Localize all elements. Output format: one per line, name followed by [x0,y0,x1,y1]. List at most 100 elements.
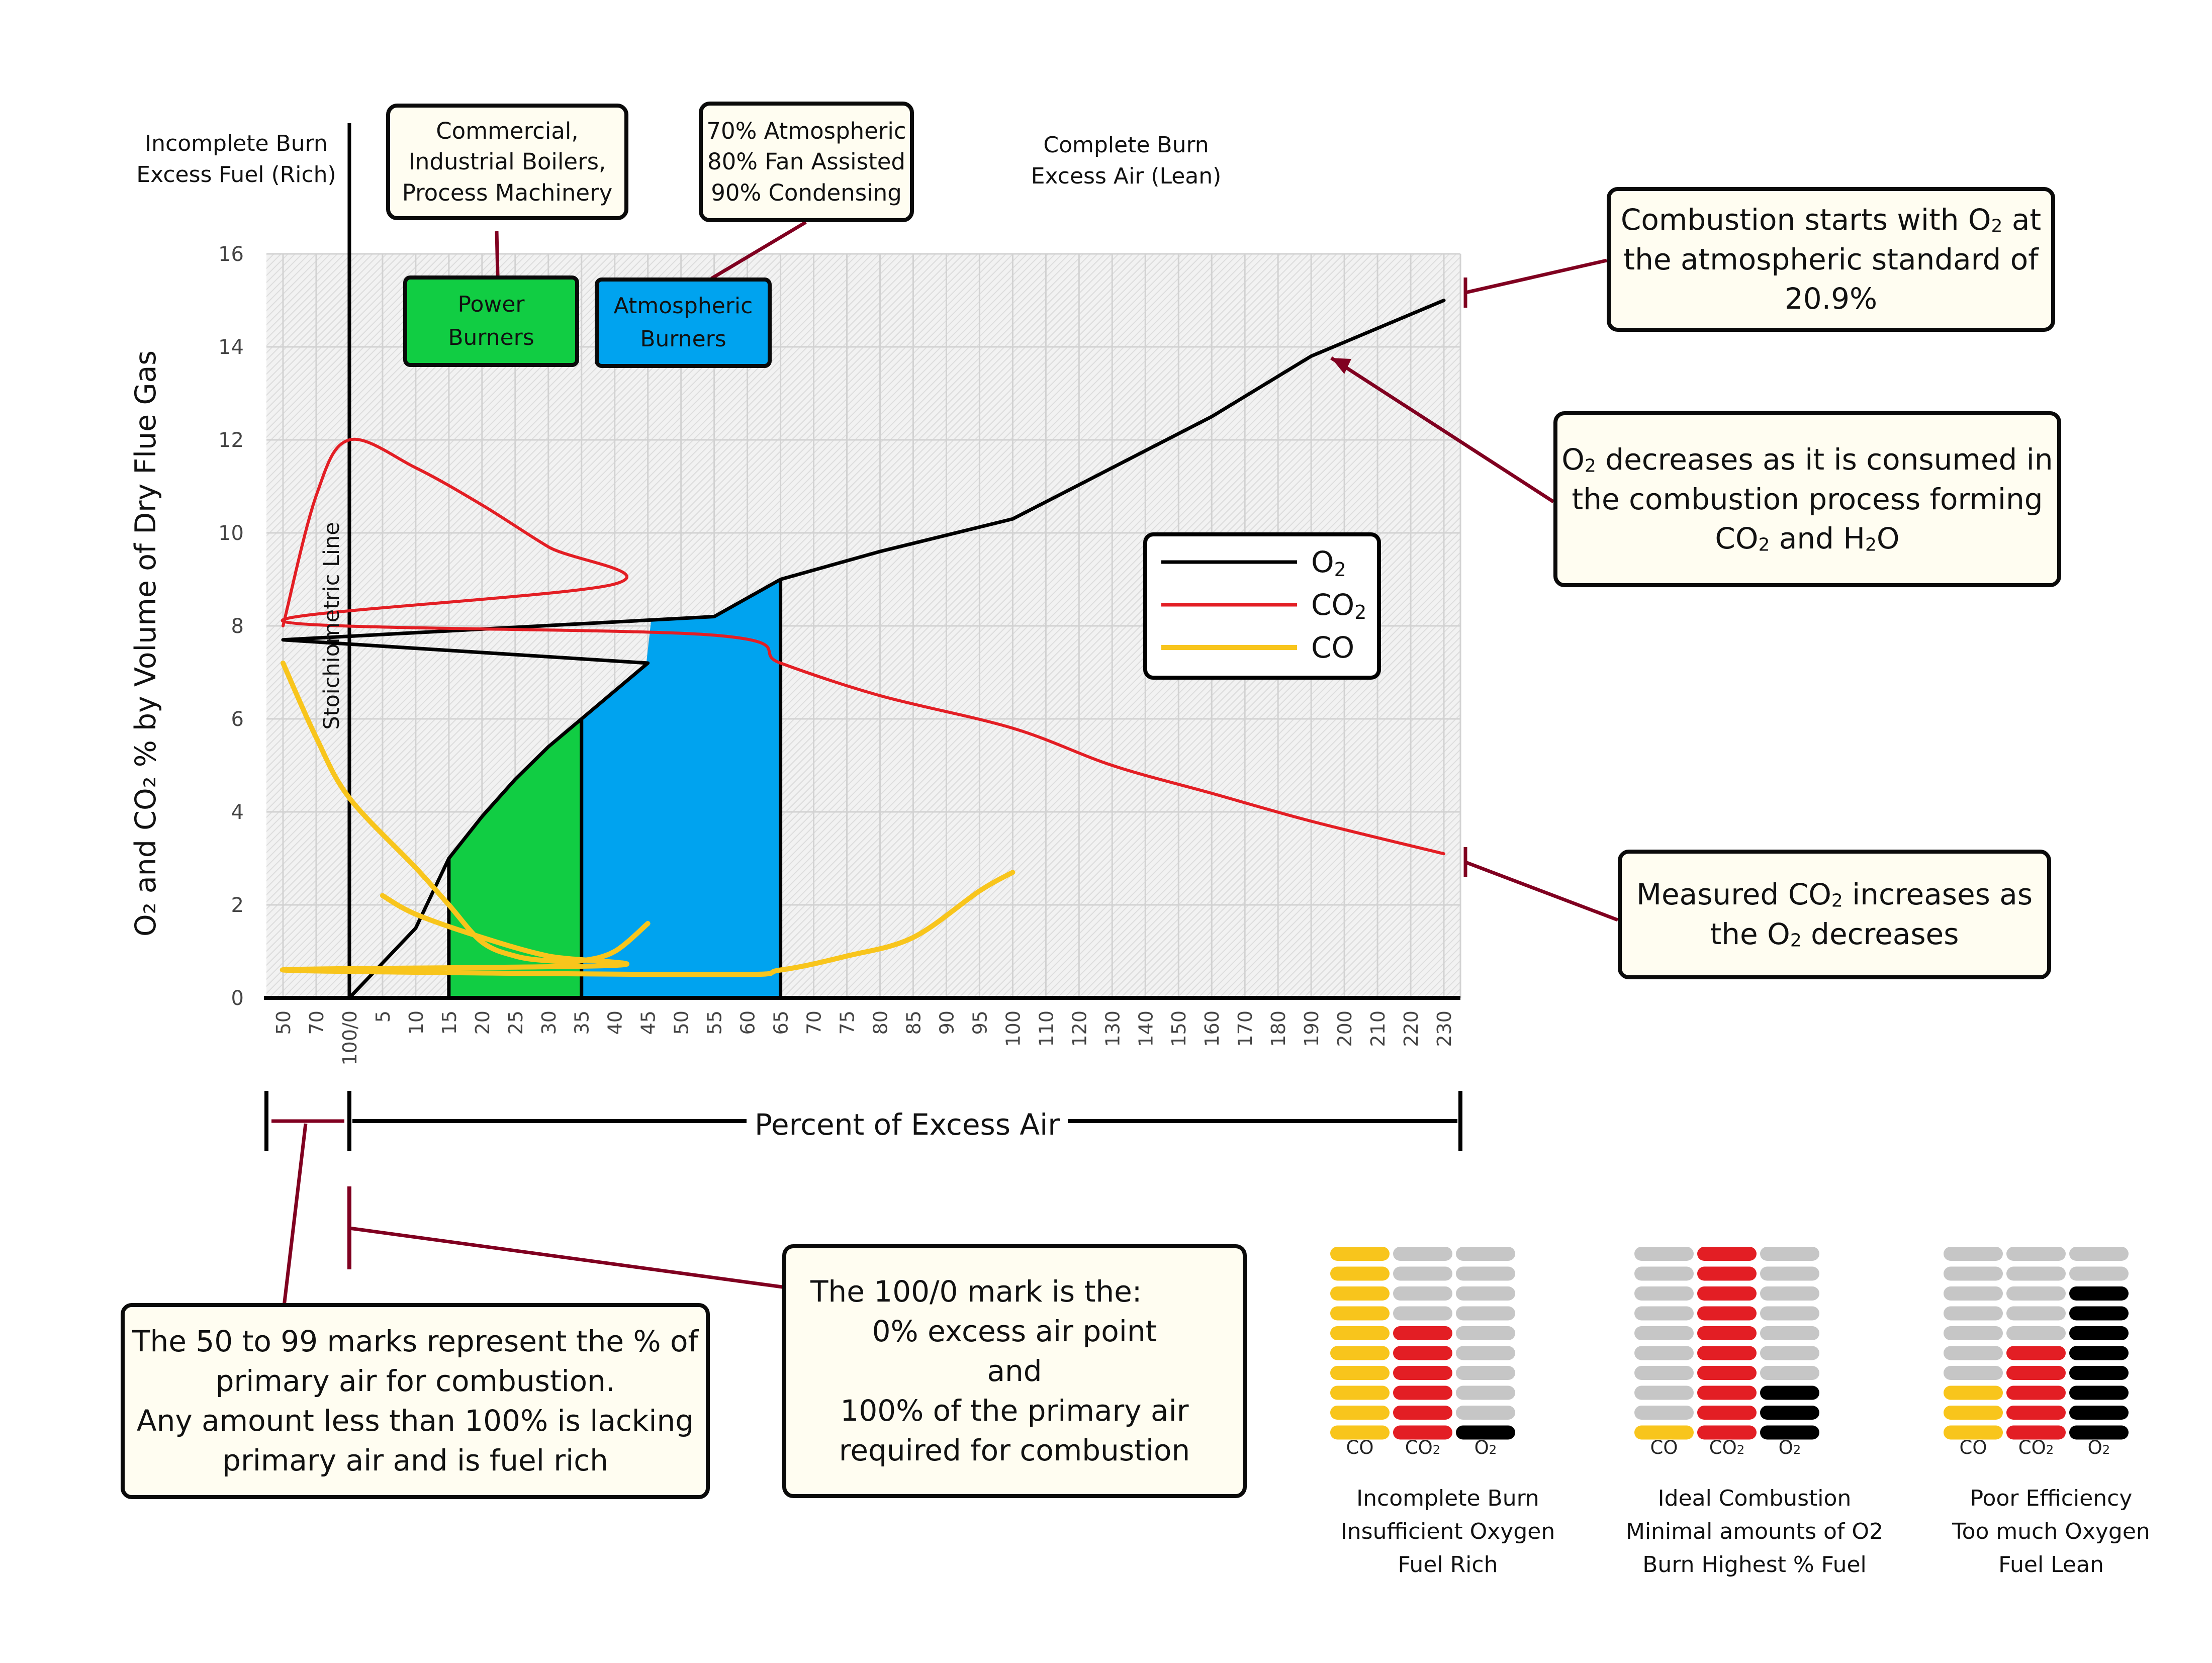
callout-pointer [1465,258,1607,295]
zero-mark-line-1: The 100/0 mark is the: [810,1274,1142,1309]
stack-label: CO2 [1709,1437,1745,1458]
stack-pill [1760,1346,1819,1360]
y-tick-label: 0 [231,987,244,1010]
stack-label: CO [1959,1437,1987,1458]
x-tick-label: 190 [1301,1010,1323,1047]
y-tick-label: 10 [218,522,244,545]
stack-pill [1634,1385,1694,1400]
stack-pill [2006,1286,2066,1301]
stack-pill [1760,1247,1819,1261]
co2-increase-line-1: Measured CO2 increases as [1636,877,2033,912]
primary-air-line-4: primary air and is fuel rich [222,1443,608,1477]
stack-pill [1330,1266,1390,1281]
stack-pill [1634,1406,1694,1420]
x-tick-label: 130 [1101,1010,1124,1047]
callout-pointer [710,220,807,281]
atmospheric-burners-box: Atmospheric Burners [595,278,772,368]
x-tick-label: 35 [571,1010,593,1035]
stack-pill [1456,1306,1515,1321]
stack-pill [1330,1346,1390,1360]
stack-pill [1393,1366,1452,1380]
primary-air-line-1: The 50 to 99 marks represent the % of [132,1324,698,1359]
stack-pill [1760,1366,1819,1380]
stack-pill [1456,1247,1515,1261]
stack-pill [1697,1306,1757,1321]
stack-pill [1393,1266,1452,1281]
series-line-co2 [281,437,1446,856]
stack-pill [1393,1286,1452,1301]
stack-pill [1944,1385,2003,1400]
stack-pill [1760,1266,1819,1281]
x-tick-label: 150 [1168,1010,1190,1047]
axes [264,123,1460,1000]
x-tick-label: 90 [936,1010,958,1035]
x-tick-label: 65 [770,1010,792,1035]
stack-pill [1393,1385,1452,1400]
x-tick-label: 200 [1334,1010,1356,1047]
x-tick-label: 30 [538,1010,560,1035]
stack-pill [2006,1247,2066,1261]
stack-pill [2006,1266,2066,1281]
stack-pill [1634,1326,1694,1340]
stack-pill [1697,1286,1757,1301]
x-tick-label: 50 [671,1010,693,1035]
stack-pill [1393,1425,1452,1440]
atmospheric-types-box: 70% Atmospheric 80% Fan Assisted 90% Con… [699,102,914,222]
industrial-uses-box: Commercial, Industrial Boilers, Process … [386,104,628,220]
zero-mark-line-2: 0% excess air point [872,1314,1157,1349]
stack-pill [2006,1366,2066,1380]
stack-label: CO [1650,1437,1678,1458]
industrial-line-1: Commercial, [436,118,579,145]
o2-decrease-line-2: the combustion process forming [1572,482,2043,516]
comparison-caption-ideal: Ideal Combustion Minimal amounts of O2 B… [1604,1482,1905,1582]
stack-pill [1393,1247,1452,1261]
caption-lean-line-3: Fuel Lean [1998,1552,2104,1578]
stack-pill [1456,1425,1515,1440]
stack-pill [2069,1326,2129,1340]
callout-pointer [495,231,500,276]
o2-start-line-1: Combustion starts with O2 at [1620,202,2042,237]
stack-pill [2069,1425,2129,1440]
stack-pill [1634,1366,1694,1380]
callout-pointer [1330,356,1554,503]
stack-pill [1634,1266,1694,1281]
atmospheric-types-line-3: 90% Condensing [711,179,902,206]
callout-pointer [349,1226,783,1289]
stack-pill [2006,1326,2066,1340]
legend-subscript: 2 [1334,559,1346,581]
stack-pill [1330,1406,1390,1420]
stack-pill [2069,1247,2129,1261]
x-tick-label: 85 [902,1010,925,1035]
x-tick-label: 110 [1035,1010,1057,1047]
burner-region-power [448,719,582,998]
series-line-co-lean [280,870,1016,977]
y-tick-label: 2 [231,894,244,917]
x-tick-label: 230 [1433,1010,1455,1047]
caption-rich-line-1: Incomplete Burn [1356,1486,1539,1511]
power-burners-box: Power Burners [403,275,579,367]
stack-pill [1697,1247,1757,1261]
x-tick-label: 75 [837,1010,859,1035]
stack-pill [1330,1306,1390,1321]
stack-pill [1944,1326,2003,1340]
legend-subscript: 2 [1354,601,1366,623]
x-tick-label: 70 [306,1010,328,1035]
x-tick-label: 55 [704,1010,726,1035]
stack-pill [1456,1326,1515,1340]
stack-pill [1697,1366,1757,1380]
stack-pill [1456,1366,1515,1380]
stack-label: O2 [1778,1437,1801,1458]
burner-region-atmospheric [581,579,781,998]
stack-pill [1634,1425,1694,1440]
stack-pill [1944,1266,2003,1281]
caption-rich-line-3: Fuel Rich [1398,1552,1498,1578]
stack-label: O2 [2087,1437,2110,1458]
legend-label: CO [1311,630,1354,665]
comparison-caption-rich: Incomplete Burn Insufficient Oxygen Fuel… [1307,1482,1589,1582]
y-tick-label: 6 [231,708,244,731]
caption-ideal-line-3: Burn Highest % Fuel [1642,1552,1867,1578]
stack-label: CO2 [2018,1437,2054,1458]
rich-header-line-1: Incomplete Burn [145,131,328,156]
